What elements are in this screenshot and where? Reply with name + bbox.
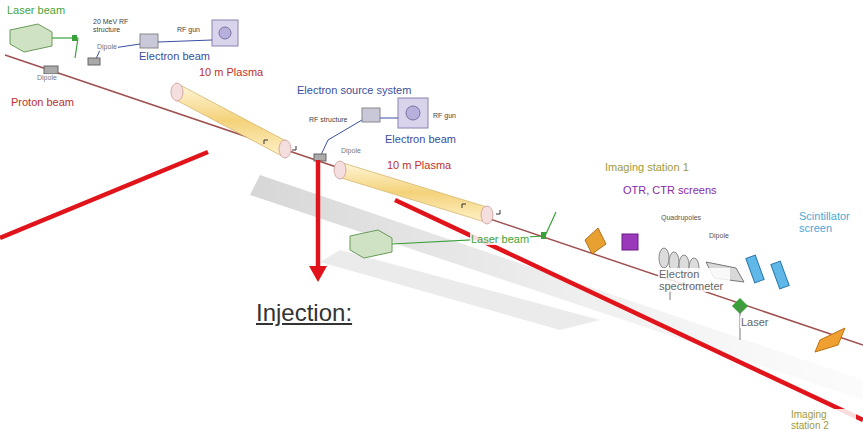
laser-label: Laser beam (6, 4, 66, 16)
quadrupole-label: Quadrupoles (660, 214, 702, 222)
dipole-label: Dipole (340, 147, 362, 155)
dipole-label: Dipole (96, 43, 118, 51)
laser-label: Laser (740, 316, 770, 328)
proton-beam-line (5, 55, 863, 345)
dipole-label: Dipole (708, 232, 730, 240)
rf-structure-label: 20 MeV RF structure (92, 18, 134, 33)
screen-label: OTR, CTR screens (622, 184, 718, 196)
laser-label: Laser beam (470, 233, 530, 245)
rf-gun-label: RF gun (432, 112, 457, 120)
plasma-label: 10 m Plasma (198, 66, 264, 78)
screen-label: Scintillator screen (798, 210, 860, 234)
spectrometer-label: Electron spectrometer (658, 268, 730, 292)
diagnostics (585, 228, 845, 352)
rf-gun-label: RF gun (176, 26, 201, 34)
station-label: Imaging station 2 (790, 409, 856, 431)
station-label: Imaging station 1 (604, 161, 690, 173)
laser-source (10, 24, 78, 58)
laser-source (350, 212, 556, 258)
system-label: Electron source system (296, 84, 412, 96)
plasma-cell (171, 83, 296, 158)
beam-label: Proton beam (10, 96, 75, 108)
beam-label: Electron beam (384, 133, 457, 145)
ground-shadow (250, 175, 863, 400)
ground-shadow (320, 250, 600, 330)
electron-source (314, 98, 428, 161)
plasma-label: 10 m Plasma (386, 159, 452, 171)
rf-structure-label: RF structure (308, 116, 349, 124)
beam-label: Electron beam (138, 50, 211, 62)
dipole-label: Dipole (36, 74, 58, 82)
section-heading: Injection: (255, 300, 353, 326)
annotation-arrow (0, 152, 863, 420)
